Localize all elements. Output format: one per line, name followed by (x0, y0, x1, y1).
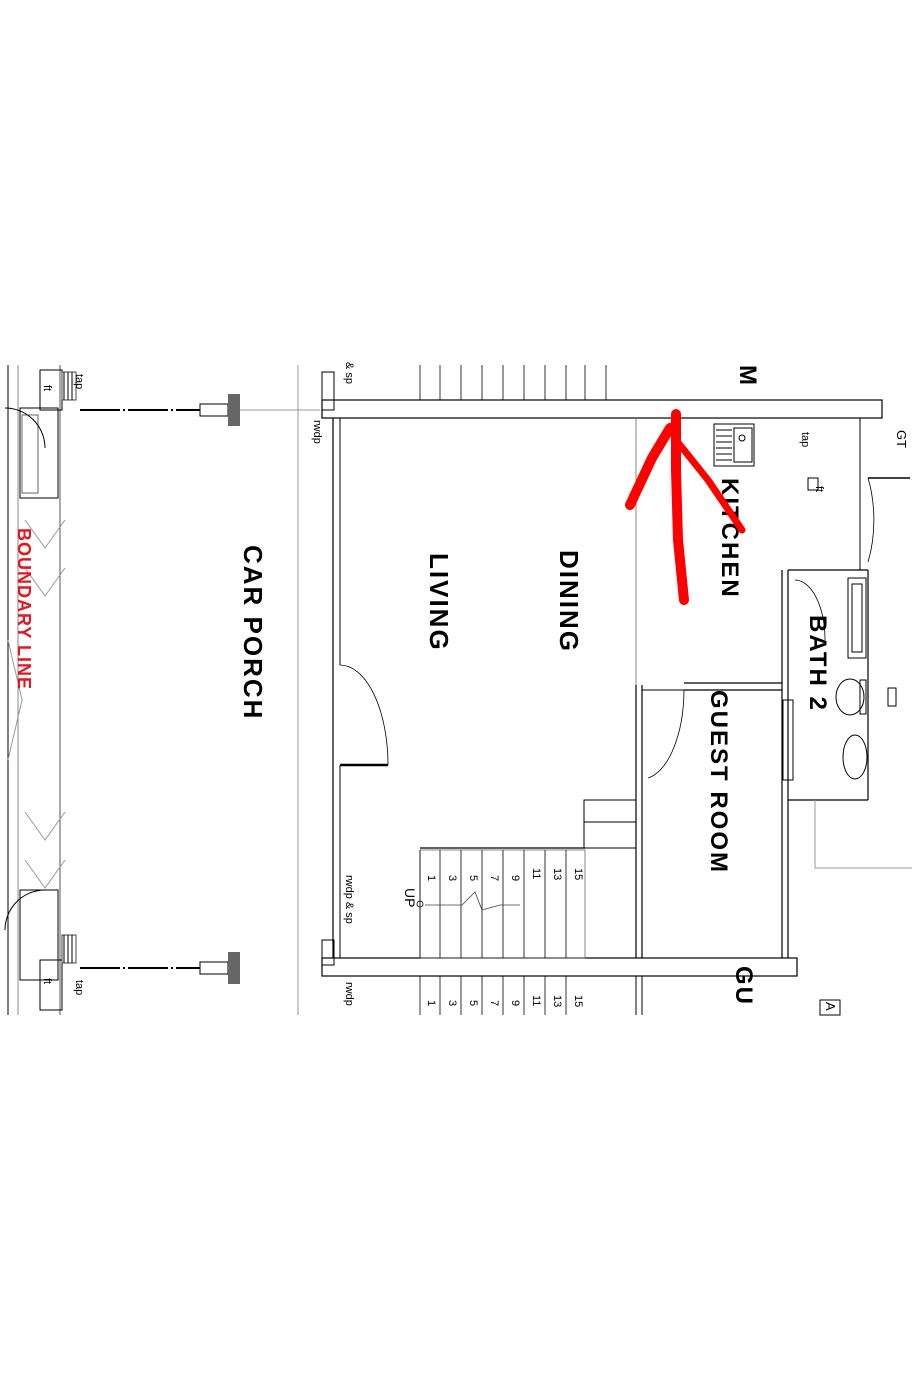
room-label-guest-partial: GU (730, 966, 757, 1006)
room-label-partial-top: M (734, 365, 761, 385)
gate-top (80, 394, 320, 426)
room-label-car-porch: CAR PORCH (238, 545, 268, 720)
rwdp-label-bottom: rwdp (343, 982, 355, 1006)
stair-num-3: 3 (446, 1000, 458, 1006)
rwdp-label-top: rwdp (311, 420, 323, 444)
stair-num-13: 13 (551, 995, 563, 1007)
stair-num-3: 3 (446, 875, 458, 881)
gate-bottom (80, 952, 240, 984)
ft-label-top: ft (41, 385, 53, 391)
stair-num-11: 11 (530, 995, 542, 1006)
tap-label-bottom: tap (73, 980, 85, 995)
stair-num-15: 15 (572, 868, 584, 880)
stair-num-7: 7 (488, 1000, 500, 1006)
stair-numbers-bottom: 1 3 5 7 9 11 13 15 (425, 995, 584, 1007)
stair-num-9: 9 (509, 875, 521, 881)
a-label: A (823, 1002, 838, 1011)
stair-num-1: 1 (425, 875, 437, 881)
stair-num-13: 13 (551, 868, 563, 880)
stair-num-7: 7 (488, 875, 500, 881)
ft-label-bottom: ft (41, 978, 53, 984)
stair-num-5: 5 (467, 1000, 479, 1006)
room-label-bath: BATH 2 (804, 615, 831, 712)
stair-num-9: 9 (509, 1000, 521, 1006)
ft-label-kitchen: ft (813, 486, 825, 492)
floor-trap-kitchen (807, 477, 819, 491)
stair-num-11: 11 (530, 868, 542, 879)
boundary-line-label: BOUNDARY LINE (14, 528, 34, 690)
tap-label-top: tap (73, 374, 85, 389)
house-walls (321, 371, 912, 1016)
room-label-guest-room: GUEST ROOM (705, 690, 732, 874)
boundary-zone (4, 365, 77, 1015)
rwdp-sp-label: rwdp & sp (343, 875, 355, 924)
tap-label-kitchen: tap (799, 432, 811, 447)
gt-label: GT (894, 430, 909, 448)
stair-num-1: 1 (425, 1000, 437, 1006)
kitchen-sink (713, 423, 755, 467)
room-label-living: LIVING (424, 553, 454, 652)
stairs (416, 365, 607, 1015)
bath-fixtures (782, 577, 897, 781)
sp-label-top: & sp (343, 362, 355, 384)
stair-numbers-mid: 1 3 5 7 9 11 13 15 (425, 868, 584, 881)
up-label: UP (402, 888, 418, 907)
stair-num-15: 15 (572, 995, 584, 1007)
room-label-dining: DINING (554, 550, 584, 653)
red-arrow-annotation (625, 409, 746, 605)
stair-num-5: 5 (467, 875, 479, 881)
